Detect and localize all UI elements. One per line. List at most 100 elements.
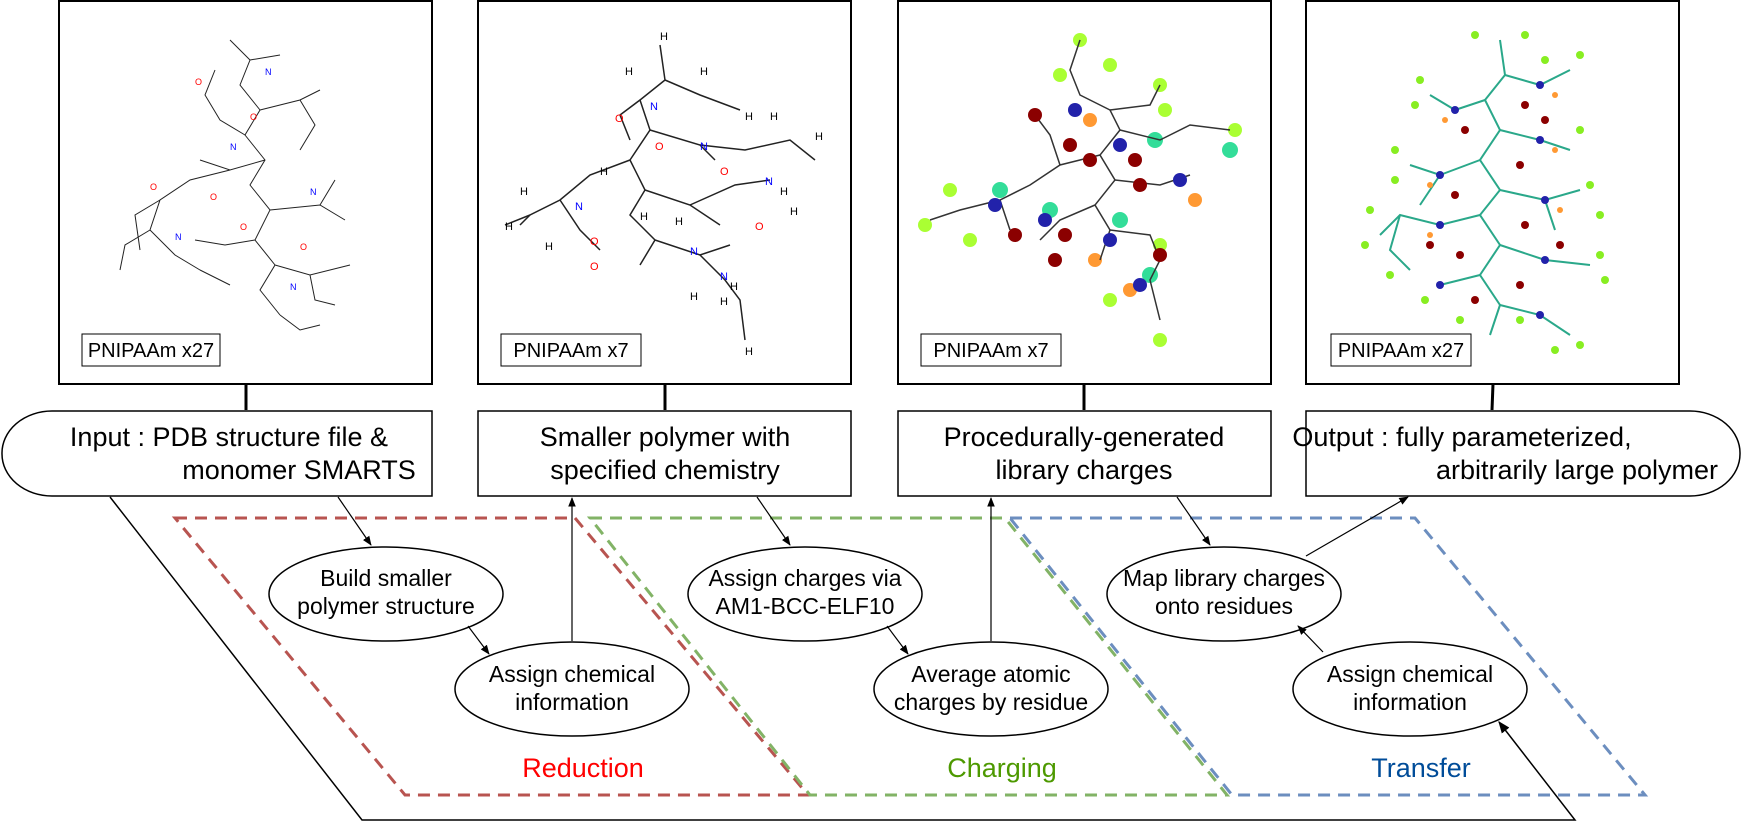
build-step-line2: polymer structure (297, 593, 475, 619)
flow-arrows (337, 496, 1409, 655)
svg-text:O: O (755, 221, 764, 233)
svg-text:H: H (660, 31, 668, 43)
svg-text:N: N (720, 271, 728, 283)
library-box-line2: library charges (995, 455, 1172, 485)
outer-flow-line (109, 496, 1577, 821)
svg-text:H: H (745, 346, 753, 358)
svg-text:O: O (210, 192, 217, 202)
molecule-pnipaam-7-reduced (504, 44, 816, 341)
map-step-line1: Map library charges (1123, 565, 1325, 591)
assign1-step-line2: information (515, 689, 629, 715)
build-smaller-step: Build smaller polymer structure (268, 546, 504, 642)
assign-chemical-step-1: Assign chemical information (454, 641, 690, 737)
svg-text:N: N (765, 176, 773, 188)
molecule-pnipaam-27-input (119, 39, 351, 331)
smaller-polymer-box: Smaller polymer with specified chemistry (477, 410, 852, 497)
panel-3-caption: PNIPAAm x7 (933, 340, 1048, 362)
molecule-charged-highlights (918, 33, 1242, 347)
average-step-line1: Average atomic (911, 661, 1070, 687)
svg-text:O: O (240, 222, 247, 232)
panel-1-caption: PNIPAAm x27 (88, 340, 214, 362)
svg-text:H: H (730, 281, 738, 293)
svg-text:H: H (770, 111, 778, 123)
smaller-box-line2: specified chemistry (550, 455, 780, 485)
svg-text:H: H (720, 296, 728, 308)
transfer-label: Transfer (1371, 753, 1471, 783)
molecule-4-hydrogens (1361, 31, 1609, 354)
molecule-3-bonds (929, 39, 1231, 321)
assign2-step-line1: Assign chemical (1327, 661, 1493, 687)
molecule-atoms-red: O O O O O O (150, 77, 307, 252)
molecule-4-amide-h (1427, 92, 1563, 238)
reduction-label: Reduction (522, 753, 644, 783)
output-box: Output : fully parameterized, arbitraril… (1292, 410, 1741, 497)
svg-text:N: N (310, 187, 317, 197)
svg-text:H: H (675, 216, 683, 228)
svg-text:N: N (575, 201, 583, 213)
library-box-line1: Procedurally-generated (944, 422, 1225, 452)
map-library-step: Map library charges onto residues (1106, 546, 1342, 642)
average-step-line2: charges by residue (894, 689, 1088, 715)
panel-3: PNIPAAm x7 (897, 0, 1272, 385)
molecule-4-nitrogens (1436, 81, 1549, 319)
assign-charges-step: Assign charges via AM1-BCC-ELF10 (687, 546, 923, 642)
molecule-2-nitrogens: N N N N N N (575, 101, 773, 283)
svg-text:O: O (590, 236, 599, 248)
panel-1: O O O O O O N N N N N PNIPAAm x27 (58, 0, 433, 385)
input-box: Input : PDB structure file & monomer SMA… (1, 410, 433, 497)
transfer-region (1006, 516, 1649, 797)
charges-step-line1: Assign charges via (708, 565, 901, 591)
reduction-region (171, 516, 812, 797)
assign1-step-line1: Assign chemical (489, 661, 655, 687)
svg-text:N: N (230, 142, 237, 152)
input-box-line1: Input : PDB structure file & (70, 422, 388, 452)
svg-text:O: O (655, 141, 664, 153)
charges-step-line2: AM1-BCC-ELF10 (716, 593, 895, 619)
svg-text:N: N (700, 141, 708, 153)
svg-text:O: O (590, 261, 599, 273)
panel-4-caption: PNIPAAm x27 (1338, 340, 1464, 362)
svg-text:N: N (265, 67, 272, 77)
molecule-atoms-blue: N N N N N (175, 67, 317, 292)
svg-text:H: H (815, 131, 823, 143)
svg-text:O: O (300, 242, 307, 252)
svg-text:O: O (195, 77, 202, 87)
charging-region (586, 516, 1231, 797)
svg-text:N: N (690, 246, 698, 258)
library-charges-box: Procedurally-generated library charges (897, 410, 1272, 497)
svg-text:H: H (790, 206, 798, 218)
svg-text:O: O (615, 113, 624, 125)
svg-text:H: H (600, 166, 608, 178)
svg-text:H: H (700, 66, 708, 78)
smaller-box-line1: Smaller polymer with (540, 422, 791, 452)
assign2-step-line2: information (1353, 689, 1467, 715)
svg-text:O: O (720, 166, 729, 178)
molecule-4-oxygens (1426, 101, 1564, 304)
svg-text:H: H (745, 111, 753, 123)
panel-2-caption: PNIPAAm x7 (513, 340, 628, 362)
map-step-line2: onto residues (1155, 593, 1293, 619)
assign-chemical-step-2: Assign chemical information (1292, 641, 1528, 737)
build-step-line1: Build smaller (320, 565, 452, 591)
output-box-line1: Output : fully parameterized, (1292, 422, 1631, 452)
molecule-charged-atoms (988, 103, 1187, 292)
input-box-line2: monomer SMARTS (182, 455, 416, 485)
average-charges-step: Average atomic charges by residue (873, 641, 1109, 737)
output-box-line2: arbitrarily large polymer (1436, 455, 1718, 485)
molecule-2-oxygens: O O O O O O (590, 113, 764, 273)
svg-text:N: N (650, 101, 658, 113)
svg-text:H: H (520, 186, 528, 198)
svg-text:N: N (175, 232, 182, 242)
charging-label: Charging (947, 753, 1057, 783)
svg-text:H: H (545, 241, 553, 253)
panel-4: PNIPAAm x27 (1305, 0, 1680, 385)
svg-text:O: O (250, 112, 257, 122)
svg-text:N: N (290, 282, 297, 292)
svg-text:H: H (640, 211, 648, 223)
svg-text:H: H (780, 186, 788, 198)
svg-text:H: H (690, 291, 698, 303)
svg-text:O: O (150, 182, 157, 192)
